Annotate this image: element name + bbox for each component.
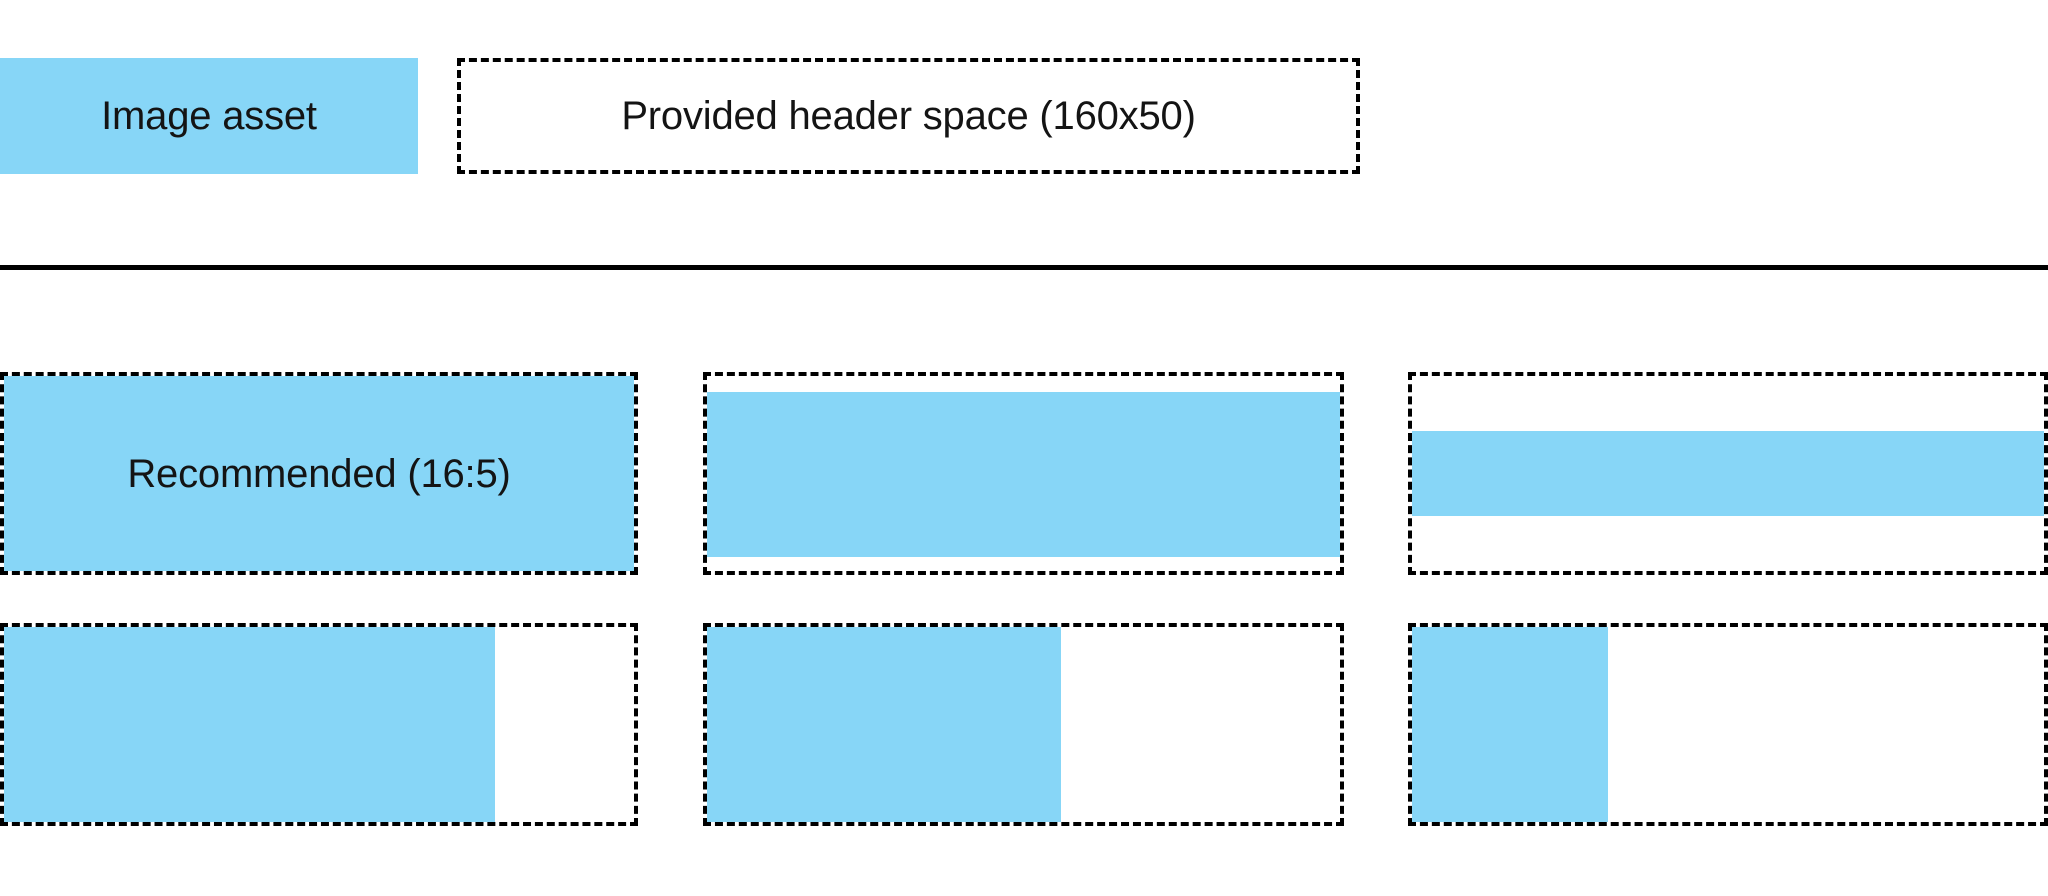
image-asset-swatch: Image asset — [0, 58, 418, 174]
section-divider — [0, 265, 2048, 270]
sample-cell: Recommended (16:5) — [0, 372, 638, 575]
sample-cell — [1408, 372, 2048, 575]
header-row: Image asset Provided header space (160x5… — [0, 58, 2048, 174]
sample-fill — [4, 627, 496, 822]
sample-fill — [4, 376, 634, 571]
sample-fill — [1412, 627, 1608, 822]
sample-cell — [703, 623, 1344, 826]
sample-row: Recommended (16:5) — [0, 372, 2048, 575]
sample-fill — [707, 391, 1340, 558]
ratio-sample-grid: Recommended (16:5) — [0, 372, 2048, 828]
image-asset-label: Image asset — [101, 94, 317, 138]
sample-row — [0, 623, 2048, 826]
sample-fill — [707, 627, 1062, 822]
sample-cell — [0, 623, 638, 826]
sample-fill — [1412, 430, 2044, 517]
provided-header-space-label: Provided header space (160x50) — [621, 94, 1196, 138]
sample-cell — [1408, 623, 2048, 826]
provided-header-space-outline: Provided header space (160x50) — [457, 58, 1360, 174]
sample-cell — [703, 372, 1344, 575]
